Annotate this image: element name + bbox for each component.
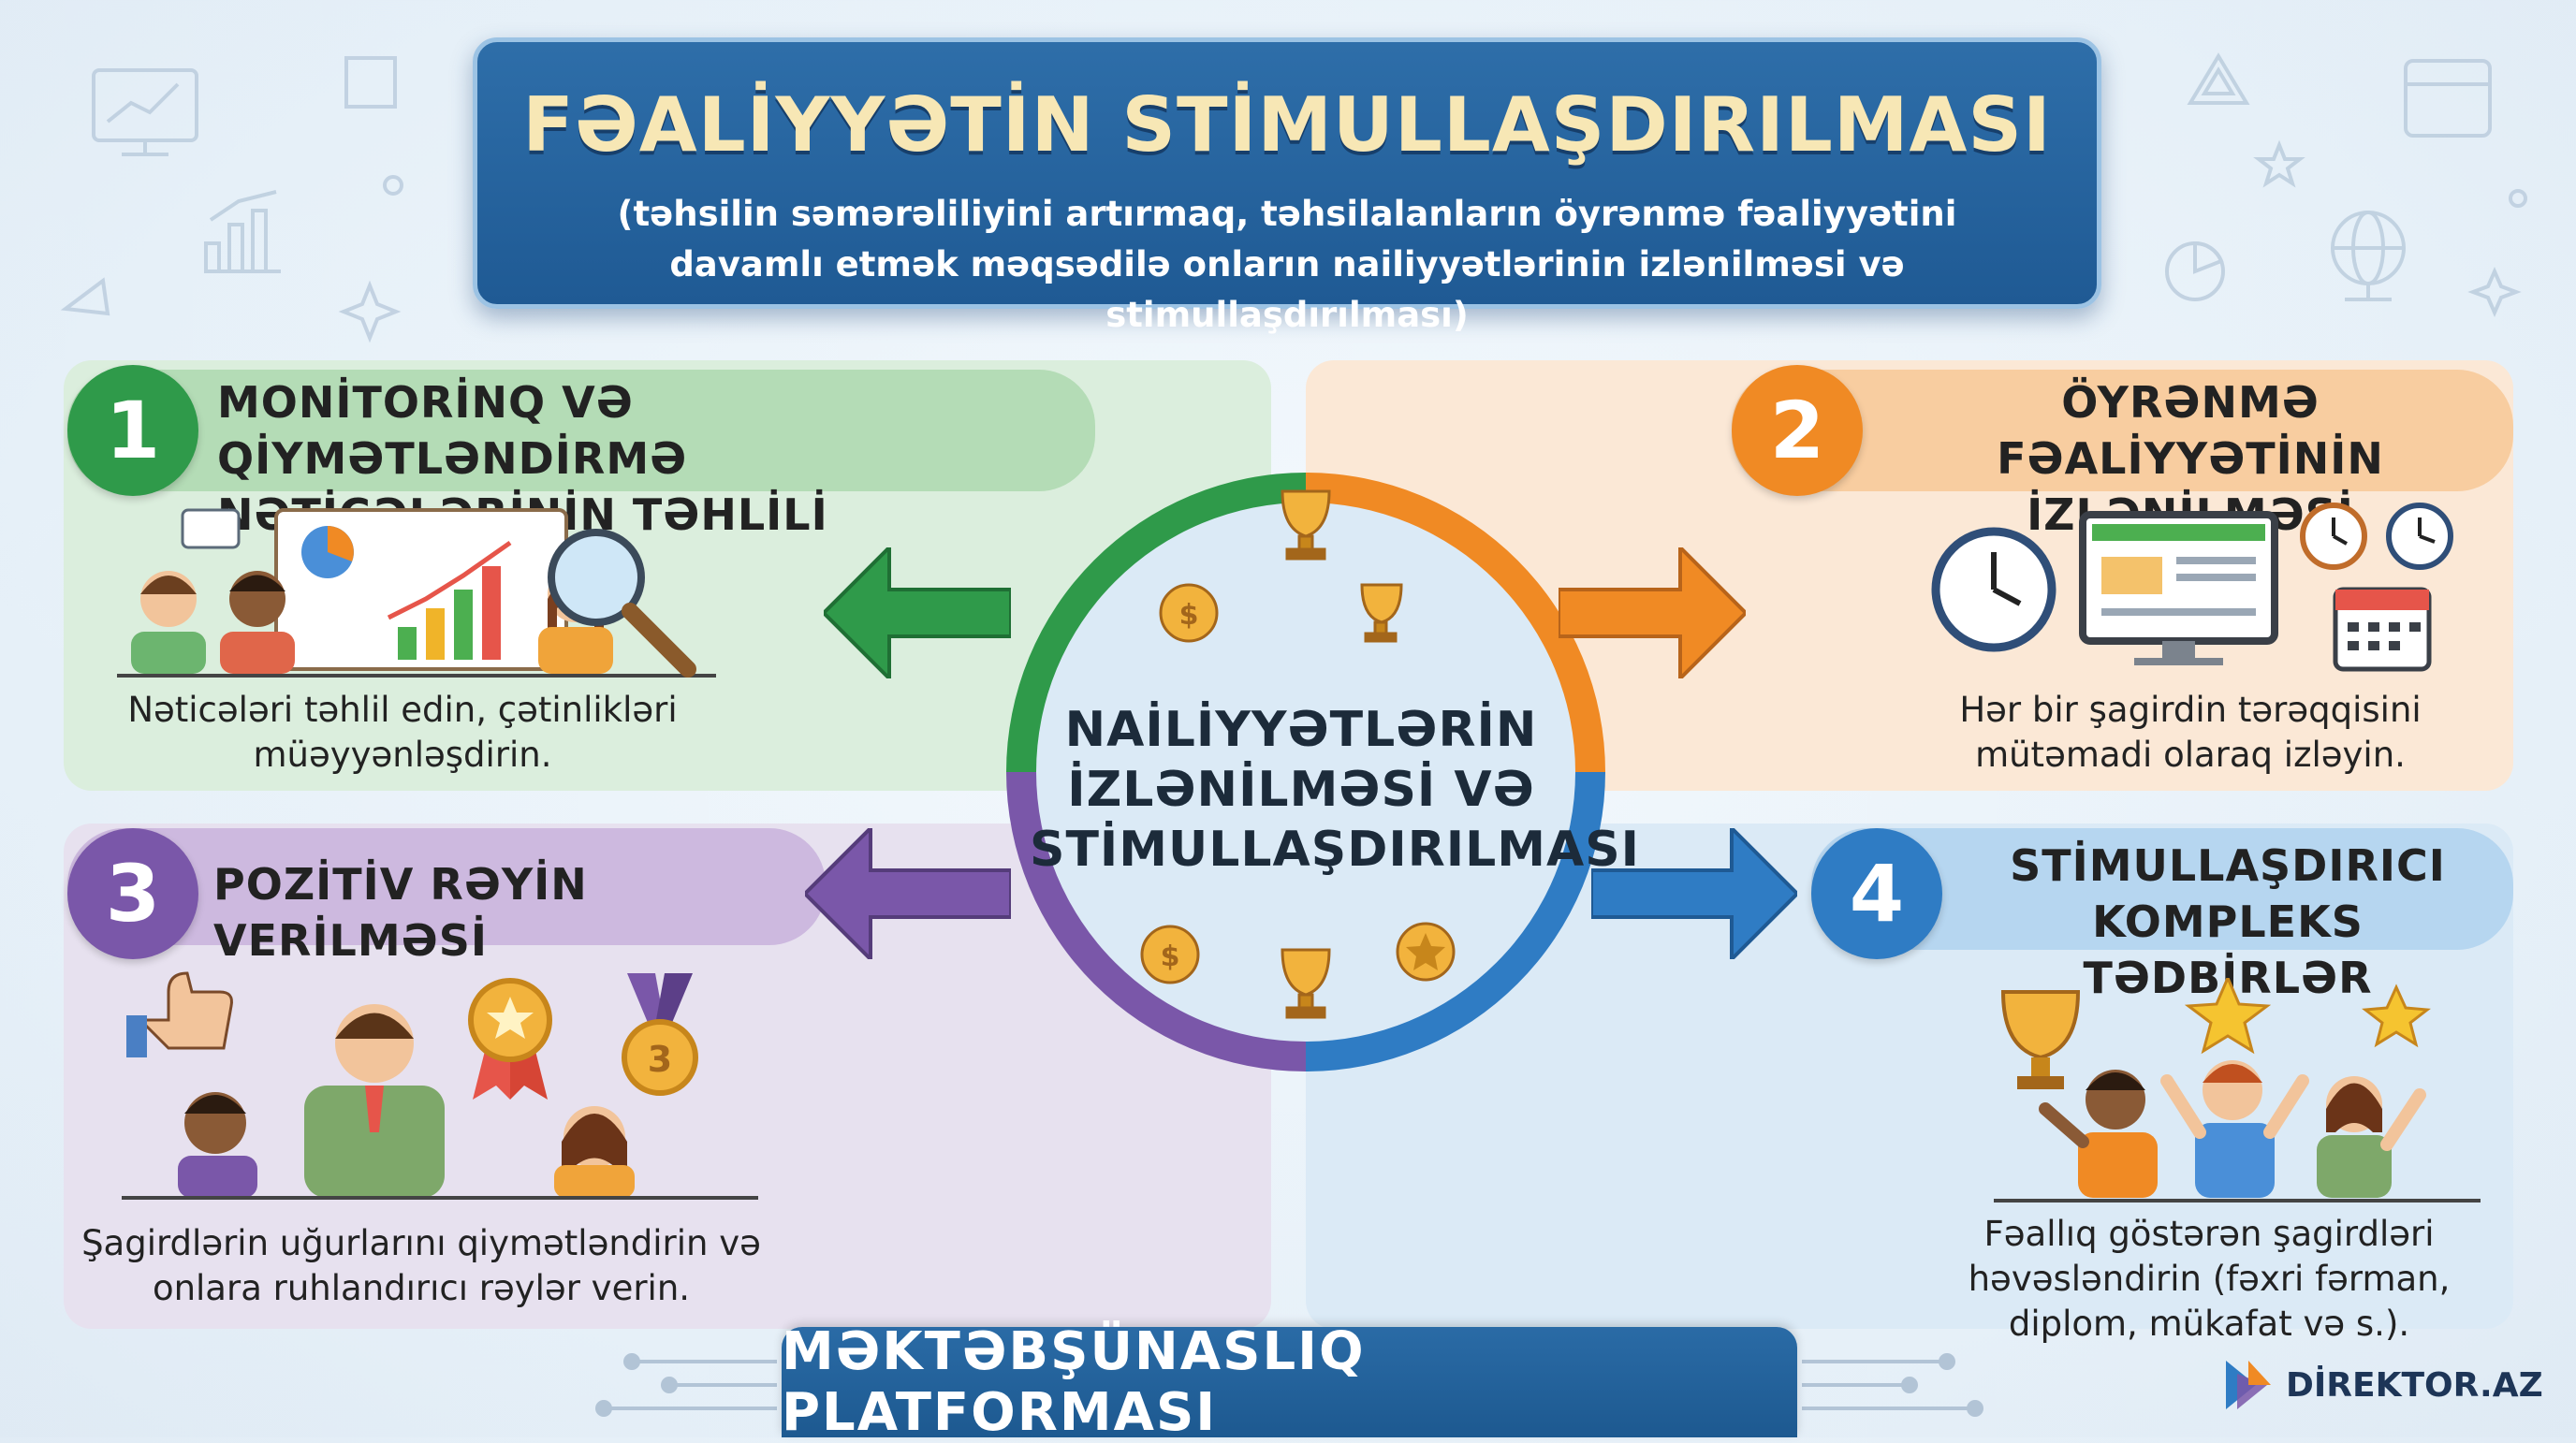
section-1-number: 1 xyxy=(67,365,198,496)
section-2-number: 2 xyxy=(1732,365,1863,496)
section-1-description: Nəticələri təhlil edin, çətinlikləri müə… xyxy=(127,690,678,775)
star-medal-icon xyxy=(468,978,552,1100)
footer-banner: MƏKTƏBŞÜNASLIQ PLATFORMASI xyxy=(782,1321,1797,1443)
arrow-left-top xyxy=(824,547,1011,678)
page-title: FƏALİYYƏTİN STİMULLAŞDIRILMASI xyxy=(522,81,2052,168)
svg-text:$: $ xyxy=(1179,599,1199,632)
encouragement-illustration xyxy=(122,971,758,1200)
section-3-description: Şagirdlərin uğurlarını qiymətləndirin və… xyxy=(81,1223,761,1308)
section-1-title-bar xyxy=(67,370,1095,491)
section-2-description: Hər bir şagirdin tərəqqisini mütəmadi ol… xyxy=(1959,690,2422,775)
arrow-left-bottom xyxy=(805,828,1011,959)
arrow-right-top xyxy=(1559,547,1746,678)
brand-logo[interactable]: DİREKTOR.AZ xyxy=(2218,1355,2543,1415)
center-cycle-ring: $ $ xyxy=(1006,473,1605,1071)
arrow-right-bottom xyxy=(1591,828,1797,959)
brand-name: DİREKTOR.AZ xyxy=(2286,1365,2543,1405)
svg-text:3: 3 xyxy=(648,1039,672,1080)
celebration-illustration xyxy=(1994,978,2481,1202)
header-banner: FƏALİYYƏTİN STİMULLAŞDIRILMASI (təhsilin… xyxy=(473,37,2101,335)
calendar-icon xyxy=(2333,587,2432,672)
section-4-number: 4 xyxy=(1811,828,1942,959)
footer-label: MƏKTƏBŞÜNASLIQ PLATFORMASI xyxy=(782,1321,1366,1443)
magnifier-icon xyxy=(548,529,696,678)
computer-monitor-icon xyxy=(2079,511,2278,665)
svg-text:$: $ xyxy=(1161,940,1180,973)
section-4-description: Fəallıq göstərən şagirdləri həvəsləndiri… xyxy=(1968,1214,2451,1344)
section-3-title: POZİTİV RƏYİN VERİLMƏSİ xyxy=(213,859,588,966)
medal-icon: 3 xyxy=(622,973,698,1096)
clock-icon xyxy=(1931,527,2056,652)
center-title: NAİLİYYƏTLƏRİN İZLƏNİLMƏSİ VƏ STİMULLAŞD… xyxy=(1030,702,1641,878)
page-subtitle: (təhsilin səmərəliliyini artırmaq, təhsi… xyxy=(617,194,1957,335)
small-clock-icon xyxy=(2300,503,2453,570)
direktor-logo-icon xyxy=(2226,1361,2271,1409)
section-3-number: 3 xyxy=(67,828,198,959)
